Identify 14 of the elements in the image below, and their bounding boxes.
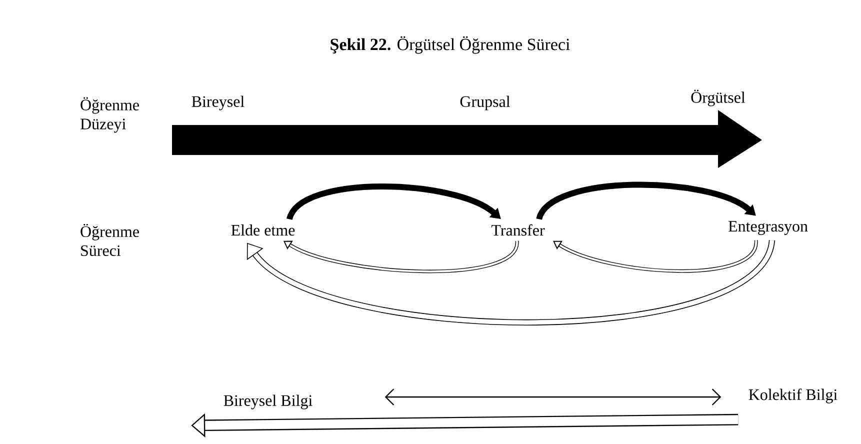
arrow bbox=[246, 239, 775, 326]
process-label: Elde etme bbox=[231, 224, 295, 236]
level-label: Örgütsel bbox=[691, 90, 746, 106]
process-label: Kolektif Bilgi bbox=[748, 388, 838, 404]
level-label: Grupsal bbox=[460, 96, 510, 110]
level-label: Bireysel bbox=[192, 96, 244, 110]
arrow bbox=[553, 240, 758, 273]
row-label: Öğrenme Süreci bbox=[80, 224, 139, 256]
process-label: Entegrasyon bbox=[728, 221, 808, 235]
process-label: Transfer bbox=[491, 224, 545, 236]
row-label: Öğrenme Düzeyi bbox=[80, 97, 139, 133]
arrow bbox=[384, 388, 722, 406]
title: Şekil 22. Örgütsel Öğrenme Süreci bbox=[330, 36, 570, 54]
process-label: Bireysel Bilgi bbox=[224, 394, 312, 410]
